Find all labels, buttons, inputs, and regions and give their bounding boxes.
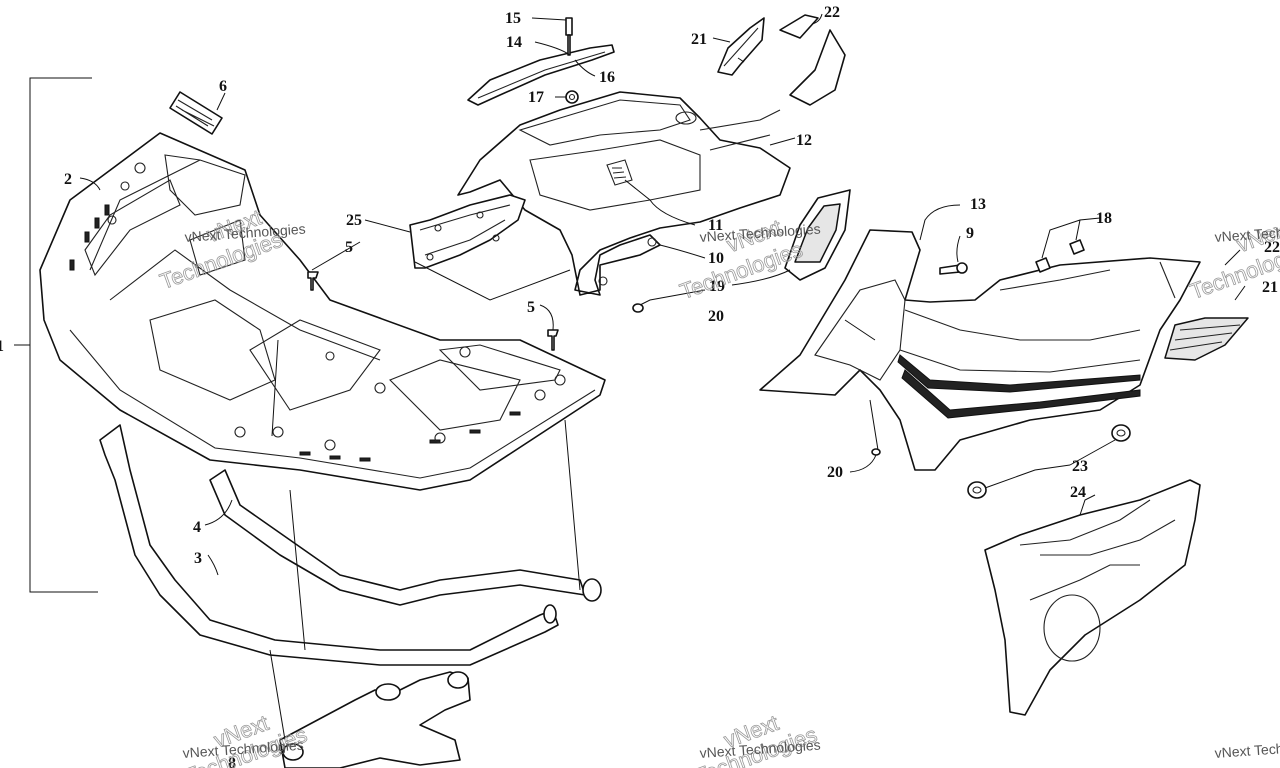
callout-11: 11 xyxy=(708,217,723,234)
callout-4: 4 xyxy=(193,519,201,536)
grommet-23 xyxy=(967,424,1131,499)
callout-1: 1 xyxy=(0,338,4,355)
callout-21a: 21 xyxy=(691,31,707,48)
callout-21b: 21 xyxy=(1262,279,1278,296)
callout-23: 23 xyxy=(1072,458,1088,475)
bumper-tube-front xyxy=(99,424,559,666)
callout-5a: 5 xyxy=(345,239,353,256)
side-trim-panel xyxy=(409,194,526,269)
callout-15: 15 xyxy=(505,10,521,27)
front-rack xyxy=(39,132,606,491)
bracket-22 xyxy=(779,14,846,106)
callout-2: 2 xyxy=(64,171,72,188)
handle-rail xyxy=(467,44,615,106)
right-side-fender xyxy=(759,229,1201,471)
screw-5-right xyxy=(547,329,559,351)
clip-18 xyxy=(1035,239,1085,273)
callout-labels: 1 2 3 4 5 5 6 8 9 10 11 12 13 14 15 16 1… xyxy=(0,4,1280,768)
watermark-text-6: vNext Technologies xyxy=(1214,737,1280,761)
lower-guard-panel xyxy=(984,479,1201,716)
callout-24: 24 xyxy=(1070,484,1086,501)
bumper-tube-rear xyxy=(209,469,602,606)
decal-label xyxy=(169,91,223,135)
callout-14: 14 xyxy=(506,34,522,51)
callout-13: 13 xyxy=(970,196,986,213)
rivet-20-left xyxy=(632,303,644,313)
rivet-20-right xyxy=(871,448,881,456)
callout-5b: 5 xyxy=(527,299,535,316)
callout-20a: 20 xyxy=(708,308,724,325)
vent-cover xyxy=(717,17,765,76)
leader-lines xyxy=(79,13,1246,741)
screw-5-left xyxy=(307,271,319,291)
callout-6: 6 xyxy=(219,78,227,95)
callout-22a: 22 xyxy=(824,4,840,21)
callout-17: 17 xyxy=(528,89,544,106)
callout-25: 25 xyxy=(346,212,362,229)
callout-22b: 22 xyxy=(1264,239,1280,256)
screw-15 xyxy=(565,17,573,56)
callout-16: 16 xyxy=(599,69,615,86)
callout-18: 18 xyxy=(1096,210,1112,227)
callout-9: 9 xyxy=(966,225,974,242)
mesh-grille xyxy=(1164,317,1249,361)
assembly-bracket xyxy=(14,77,98,593)
callout-12: 12 xyxy=(796,132,812,149)
front-fender-shroud xyxy=(457,91,791,296)
callout-8: 8 xyxy=(228,755,236,768)
callout-19: 19 xyxy=(709,278,725,295)
mounting-bracket xyxy=(279,671,471,768)
callout-20b: 20 xyxy=(827,464,843,481)
bolt-9 xyxy=(939,262,968,275)
callout-3: 3 xyxy=(194,550,202,567)
headlight-lens xyxy=(784,189,851,281)
nut-17 xyxy=(565,90,579,104)
callout-10: 10 xyxy=(708,250,724,267)
